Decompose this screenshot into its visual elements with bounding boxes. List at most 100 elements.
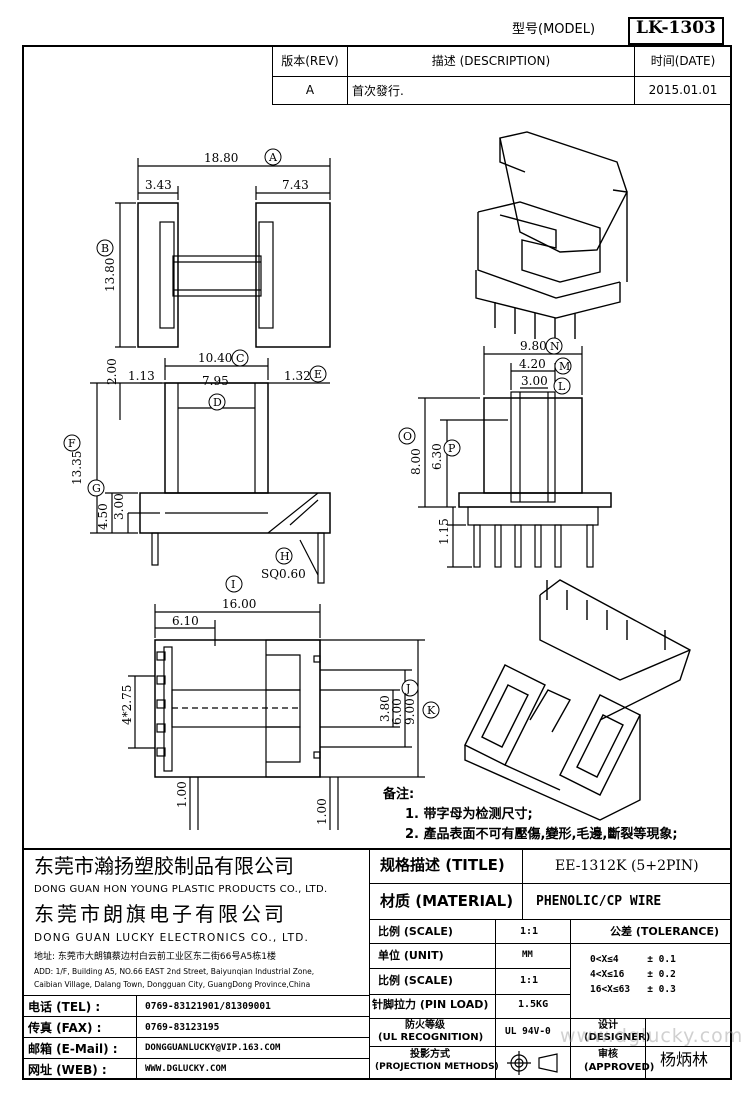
company-cn1: 东莞市瀚扬塑胶制品有限公司 xyxy=(34,854,294,878)
svg-text:E: E xyxy=(314,368,322,381)
contact-divider xyxy=(136,996,137,1080)
designer-label2: (DESIGNER) xyxy=(584,1032,651,1043)
dim-bottom-h9: 9.00 xyxy=(403,698,417,725)
grid-h3 xyxy=(370,994,570,995)
dim-front-htotal: 13.35 xyxy=(70,451,84,485)
model-value: LK-1303 xyxy=(636,18,716,38)
spec-unit-value: MM xyxy=(522,950,533,960)
dim-top-w: 18.80 xyxy=(204,151,238,165)
approved-label1: 审核 xyxy=(598,1049,618,1060)
svg-text:I: I xyxy=(231,578,235,591)
spec-proj-label2: (PROJECTION METHODS) xyxy=(375,1062,499,1072)
spec-tolerance-label: 公差 (TOLERANCE) xyxy=(610,925,720,938)
dim-top-h: 13.80 xyxy=(103,258,117,292)
dim-front-w: 10.40 xyxy=(198,351,232,365)
contact-fax-row xyxy=(22,1017,370,1038)
tag-k: K xyxy=(422,701,440,719)
dim-side-hp: 6.30 xyxy=(430,443,444,470)
tag-h: H xyxy=(275,547,293,565)
tag-d: D xyxy=(208,393,226,411)
contact-mail-value: DONGGUANLUCKY@VIP.163.COM xyxy=(145,1043,281,1053)
contact-web-value: WWW.DGLUCKY.COM xyxy=(145,1064,227,1074)
spec-material-label: 材质 (MATERIAL) xyxy=(380,892,514,910)
dim-top-r: 7.43 xyxy=(282,178,309,192)
company-addr-en1: ADD: 1/F, Building A5, NO.66 EAST 2nd St… xyxy=(34,967,315,976)
company-en2: DONG GUAN LUCKY ELECTRONICS CO., LTD. xyxy=(34,932,310,944)
spec-pinload-value: 1.5KG xyxy=(518,999,549,1010)
dim-bottom-e2: 1.00 xyxy=(315,798,329,825)
tag-e: E xyxy=(309,365,327,383)
grid-v1 xyxy=(495,920,496,1080)
approver-name: 杨炳林 xyxy=(660,1050,709,1069)
revision-table: 版本(REV) 描述 (DESCRIPTION) 时间(DATE) A 首次發行… xyxy=(272,45,732,106)
iso-view-top xyxy=(475,131,628,344)
svg-text:A: A xyxy=(268,151,278,164)
tag-c: C xyxy=(231,349,249,367)
contact-mail-row xyxy=(22,1038,370,1059)
svg-text:N: N xyxy=(550,340,560,353)
tolerance-row-3: 16<X≤63 ± 0.3 xyxy=(590,984,676,995)
grid-h2 xyxy=(370,968,570,969)
company-cn2: 东莞市朗旗电子有限公司 xyxy=(34,902,287,926)
dim-bottom-pitch: 4*2.75 xyxy=(120,685,134,725)
tag-g: G xyxy=(87,479,105,497)
technical-drawing: 18.80 3.43 7.43 13.80 10.40 7.95 1.13 1.… xyxy=(63,131,691,830)
svg-text:K: K xyxy=(427,704,436,717)
spec-scale-label: 比例 (SCALE) xyxy=(378,925,453,938)
tag-n: N xyxy=(545,337,563,355)
dim-side-h: 8.00 xyxy=(409,448,423,475)
spec-unit-label: 单位 (UNIT) xyxy=(378,949,444,962)
grid-v3 xyxy=(645,1018,646,1080)
dim-bottom-w: 16.00 xyxy=(222,597,256,611)
dim-side-w: 9.80 xyxy=(520,339,547,353)
svg-text:D: D xyxy=(213,396,222,409)
tag-f: F xyxy=(63,434,81,452)
rev-label: 版本(REV) xyxy=(272,45,348,77)
svg-text:P: P xyxy=(448,442,456,455)
company-panel xyxy=(22,848,370,996)
model-box xyxy=(628,17,724,45)
company-addr-en2: Caibian Village, Dalang Town, Dongguan C… xyxy=(34,980,311,989)
notes-line1: 1. 带字母为检测尺寸; xyxy=(405,807,533,822)
dim-bottom-wp: 6.10 xyxy=(172,614,199,628)
date-label: 时间(DATE) xyxy=(634,45,732,77)
approved-label2: (APPROVED) xyxy=(584,1062,655,1073)
contact-fax-value: 0769-83123195 xyxy=(145,1022,220,1033)
spec-title-label: 规格描述 (TITLE) xyxy=(380,856,505,874)
dim-front-win: 7.95 xyxy=(202,374,229,388)
spec-proj-label1: 投影方式 xyxy=(410,1049,450,1060)
dim-front-l: 1.13 xyxy=(128,369,155,383)
designer-label1: 设计 xyxy=(598,1020,618,1031)
spec-fire-label1: 防火等级 xyxy=(405,1020,445,1031)
grid-h1 xyxy=(370,943,570,944)
spec-scale-value: 1:1 xyxy=(520,926,539,937)
grid-v2 xyxy=(570,920,571,1080)
model-label: 型号(MODEL) xyxy=(512,22,596,37)
spec-scale2-value: 1:1 xyxy=(520,975,539,986)
watermark: www.dglucky.com xyxy=(560,1025,744,1047)
spec-scale2-label: 比例 (SCALE) xyxy=(378,974,453,987)
grid-h6 xyxy=(570,943,732,944)
tolerance-row-2: 4<X≤16 ± 0.2 xyxy=(590,969,676,980)
title-block xyxy=(22,848,732,1080)
front-view xyxy=(90,358,331,584)
spec-vdiv-1 xyxy=(522,848,523,920)
tolerance-row-1: 0<X≤4 ± 0.1 xyxy=(590,954,676,965)
grid-h4 xyxy=(370,1018,732,1019)
iso-view-bottom xyxy=(464,579,691,821)
spec-material-value: PHENOLIC/CP WIRE xyxy=(536,894,662,909)
dim-side-wm: 4.20 xyxy=(519,357,546,371)
dim-front-hb: 3.00 xyxy=(112,493,126,520)
dim-side-pin: 1.15 xyxy=(437,518,451,545)
tag-m: M xyxy=(554,357,572,375)
svg-text:F: F xyxy=(68,437,76,450)
contact-tel-value: 0769-83121901/81309001 xyxy=(145,1001,271,1012)
contact-tel-label: 电话 (TEL) : xyxy=(28,1000,101,1014)
date-value: 2015.01.01 xyxy=(634,75,732,106)
spec-fire-value: UL 94V-0 xyxy=(505,1026,551,1037)
dim-front-r: 1.32 xyxy=(284,369,311,383)
dim-bottom-hj: 3.80 xyxy=(378,695,392,722)
tag-a: A xyxy=(264,148,282,166)
company-addr-cn: 地址: 东莞市大朗镇蔡边村白云前工业区东二街66号A5栋1楼 xyxy=(34,952,276,962)
tag-p: P xyxy=(443,439,461,457)
